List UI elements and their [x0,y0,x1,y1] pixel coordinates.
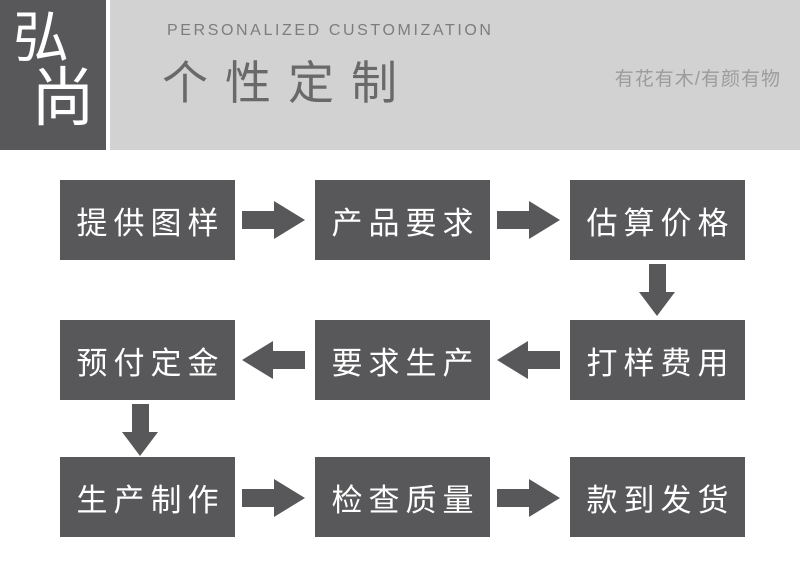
arrow-shaft [131,404,149,432]
arrow-right-icon [242,201,305,239]
arrow-shaft [497,489,529,507]
flow-step-provide-drawings: 提供图样 [60,180,235,260]
brand-logo-char-2: 尚 [31,62,95,134]
arrow-head [274,201,305,239]
arrow-right-icon [242,479,305,517]
arrow-head [122,432,158,456]
flow-step-ship-on-payment: 款到发货 [570,457,745,537]
page-title: 个性定制 [162,57,414,109]
arrow-right-icon [497,201,560,239]
arrow-head [529,201,560,239]
arrow-down-icon [122,404,158,456]
arrow-shaft [648,264,666,292]
arrow-shaft [242,211,274,229]
arrow-head [639,292,675,316]
arrow-head [242,341,273,379]
arrow-head [497,341,528,379]
flow-step-estimate-price: 估算价格 [570,180,745,260]
arrow-down-icon [639,264,675,316]
brand-logo: 弘 尚 [0,0,106,150]
arrow-left-icon [497,341,560,379]
flow-step-production: 生产制作 [60,457,235,537]
arrow-right-icon [497,479,560,517]
arrow-shaft [273,351,305,369]
arrow-shaft [497,211,529,229]
header-tagline: 有花有木/有颜有物 [614,69,781,90]
flow-step-sample-fee: 打样费用 [570,320,745,400]
brand-logo-char-1: 弘 [13,6,69,69]
header-eyebrow: PERSONALIZED CUSTOMIZATION [167,22,494,39]
flow-step-advance-deposit: 预付定金 [60,320,235,400]
flow-step-product-requirements: 产品要求 [315,180,490,260]
arrow-shaft [528,351,560,369]
header-band: PERSONALIZED CUSTOMIZATION 个性定制 有花有木/有颜有… [110,0,800,150]
arrow-head [529,479,560,517]
flow-step-quality-check: 检查质量 [315,457,490,537]
arrow-head [274,479,305,517]
arrow-shaft [242,489,274,507]
flow-step-request-production: 要求生产 [315,320,490,400]
arrow-left-icon [242,341,305,379]
